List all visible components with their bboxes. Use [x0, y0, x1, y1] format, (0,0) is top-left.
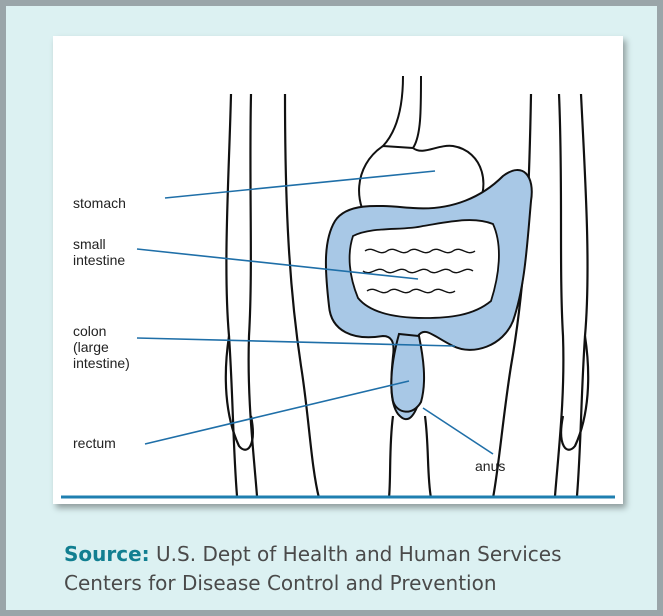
caption-line-1: Source: U.S. Dept of Health and Human Se…: [64, 540, 654, 569]
esophagus: [383, 76, 421, 148]
label-rectum: rectum: [73, 435, 116, 451]
label-colon-3: intestine): [73, 355, 130, 371]
digestive-system-diagram: stomach small intestine colon (large int…: [53, 36, 623, 504]
label-colon-2: (large: [73, 339, 109, 355]
left-leg-inner: [389, 416, 393, 498]
right-leg-inner: [425, 416, 431, 498]
colon-organ: [326, 170, 532, 419]
label-anus: anus: [475, 458, 505, 474]
label-stomach: stomach: [73, 195, 126, 211]
source-line-1: U.S. Dept of Health and Human Services: [156, 542, 561, 566]
label-colon-1: colon: [73, 323, 106, 339]
diagram-svg: stomach small intestine colon (large int…: [53, 36, 623, 504]
source-caption: Source: U.S. Dept of Health and Human Se…: [64, 540, 654, 598]
source-label: Source:: [64, 542, 150, 566]
rectum-pointer: [145, 381, 409, 444]
label-small-intestine-1: small: [73, 236, 106, 252]
source-line-2: Centers for Disease Control and Preventi…: [64, 569, 654, 598]
anus-pointer: [423, 408, 493, 454]
label-small-intestine-2: intestine: [73, 252, 125, 268]
left-torso: [285, 94, 319, 498]
